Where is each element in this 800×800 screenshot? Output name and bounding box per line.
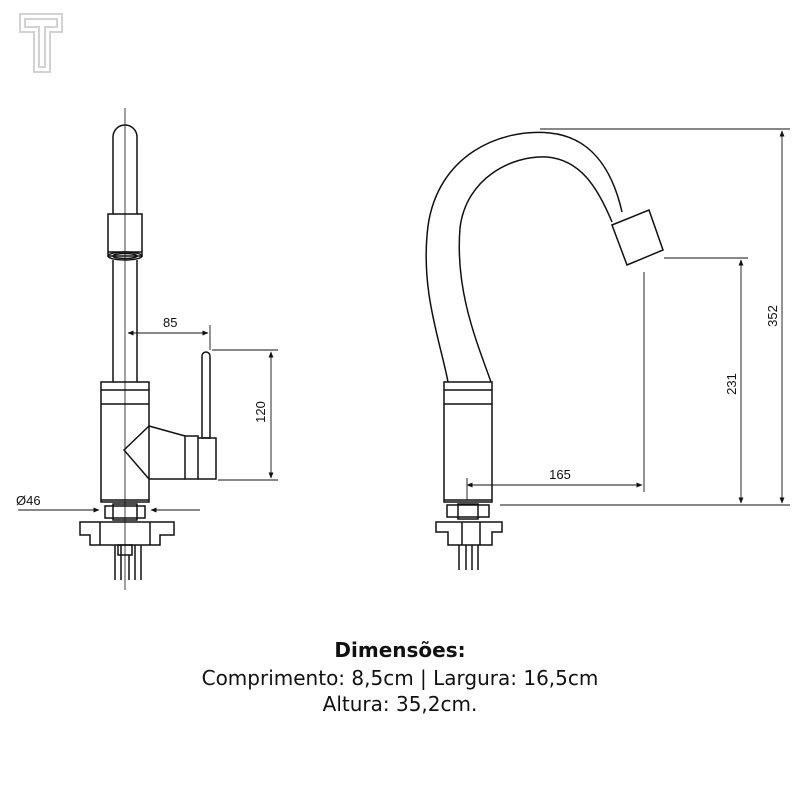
dim-base-diameter: Ø46 [16, 493, 41, 508]
front-dimension-lines [466, 128, 790, 506]
dim-handle-reach: 85 [163, 315, 177, 330]
dim-spout-reach: 165 [549, 467, 571, 482]
dim-handle-height: 120 [253, 401, 268, 423]
caption-title: Dimensões: [334, 638, 466, 662]
side-view [79, 108, 217, 590]
side-dimension-lines [18, 325, 278, 513]
dim-total-height: 352 [765, 305, 780, 327]
front-view [425, 131, 664, 570]
dim-outlet-height: 231 [724, 373, 739, 395]
caption-length-width: Comprimento: 8,5cm | Largura: 16,5cm [201, 666, 599, 690]
t-letter-logo-icon [19, 13, 63, 73]
caption-height: Altura: 35,2cm. [322, 692, 478, 716]
